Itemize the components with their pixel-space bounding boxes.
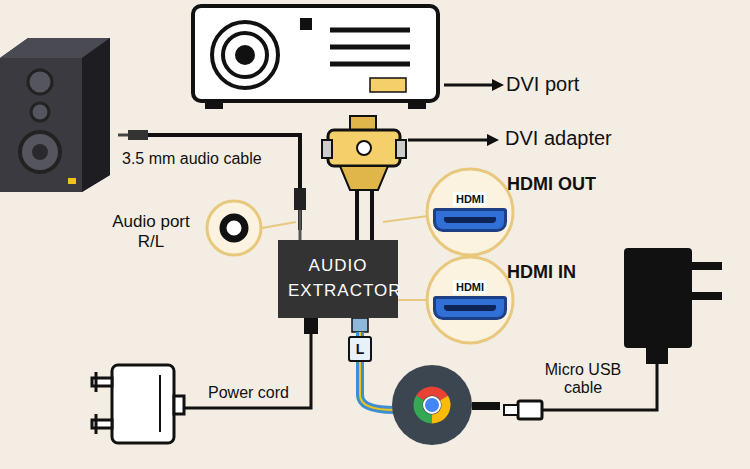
cable-label: 3.5 mm audio cable bbox=[122, 150, 262, 168]
hdmi-port-shape bbox=[433, 296, 507, 320]
chromecast-illustration bbox=[392, 365, 500, 445]
box-title: AUDIO EXTRACTOR bbox=[288, 254, 388, 303]
hdmi-slot bbox=[444, 305, 496, 311]
hdmi-cable bbox=[349, 318, 395, 410]
usb-power-adapter bbox=[504, 248, 722, 419]
projector-illustration bbox=[193, 6, 504, 109]
port-text: HDMI bbox=[453, 280, 487, 294]
callout-circles bbox=[207, 169, 513, 343]
speaker-illustration bbox=[0, 38, 110, 192]
power-cord bbox=[92, 318, 318, 443]
hdmi-port-shape bbox=[433, 208, 507, 232]
port-label: HDMI IN bbox=[507, 262, 576, 283]
hdmi-port-icon: HDMI bbox=[433, 280, 507, 320]
hdmi-port-icon: HDMI bbox=[433, 192, 507, 232]
port-label: HDMI OUT bbox=[507, 174, 596, 195]
port-label: DVI port bbox=[506, 73, 579, 96]
port-label: Audio port R/L bbox=[100, 212, 202, 251]
part-label: DVI adapter bbox=[505, 127, 612, 150]
hdmi-slot bbox=[444, 217, 496, 223]
port-text: HDMI bbox=[453, 192, 487, 206]
extractor-box: AUDIO EXTRACTOR bbox=[278, 240, 398, 318]
cable-label: Power cord bbox=[208, 384, 289, 402]
connector-letter: L bbox=[354, 341, 366, 357]
cable-label: Micro USB cable bbox=[540, 361, 626, 398]
